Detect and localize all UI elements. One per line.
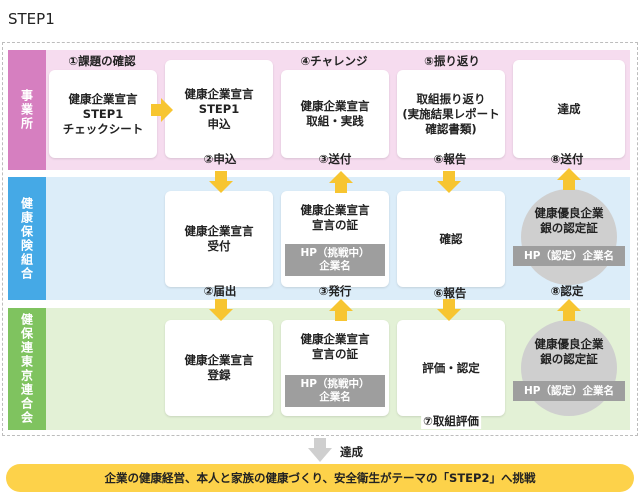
arrow-down bbox=[209, 299, 233, 321]
hp-certified-badge: HP（認定）企業名 bbox=[513, 246, 625, 266]
step-apply: ②申込 bbox=[203, 152, 237, 166]
box-accept: 健康企業宣言 受付 bbox=[165, 191, 273, 287]
step-notify: ②届出 bbox=[203, 284, 237, 298]
arrow-up bbox=[329, 299, 353, 321]
diagram-frame bbox=[2, 42, 638, 436]
step2-banner: 企業の健康経営、本人と家族の健康づくり、安全衛生がテーマの「STEP2」へ挑戦 bbox=[6, 464, 634, 492]
label-federation: 健保連東京連合会 bbox=[8, 308, 46, 430]
hp-certified-badge: HP（認定）企業名 bbox=[513, 381, 625, 401]
arrow-down bbox=[209, 171, 233, 193]
arrow-down bbox=[437, 299, 461, 321]
step-issue: ③発行 bbox=[318, 284, 352, 298]
step-challenge: ④チャレンジ bbox=[300, 54, 368, 68]
step-issue-check: ①課題の確認 bbox=[68, 54, 136, 68]
box-practice: 健康企業宣言 取組・実践 bbox=[281, 70, 389, 158]
arrow-up bbox=[557, 168, 581, 190]
declaration-proof-text: 健康企業宣言 宣言の証 bbox=[300, 203, 370, 232]
step-send: ③送付 bbox=[318, 152, 352, 166]
step-report: ⑥報告 bbox=[433, 152, 467, 166]
hp-challenge-badge: HP（挑戦中） 企業名 bbox=[285, 244, 385, 276]
box-confirm: 確認 bbox=[397, 191, 505, 287]
box-review: 取組振り返り (実施結果レポート 確認書類) bbox=[397, 70, 505, 158]
achieved-label: 達成 bbox=[340, 445, 363, 459]
arrow-up bbox=[557, 299, 581, 321]
arrow-down bbox=[437, 171, 461, 193]
silver-certificate-text: 健康優良企業 銀の認定証 bbox=[534, 337, 604, 366]
label-office: 事業所 bbox=[8, 50, 46, 170]
box-checksheet: 健康企業宣言 STEP1 チェックシート bbox=[49, 70, 157, 158]
declaration-proof-text: 健康企業宣言 宣言の証 bbox=[300, 332, 370, 361]
certificate-circle bbox=[521, 189, 617, 285]
step-send-cert: ⑧送付 bbox=[550, 152, 584, 166]
arrow-down-achieved bbox=[308, 438, 332, 462]
box-achieved: 達成 bbox=[513, 60, 625, 158]
arrow-right bbox=[151, 98, 173, 122]
silver-certificate-text: 健康優良企業 銀の認定証 bbox=[534, 206, 604, 235]
step-report: ⑥報告 bbox=[433, 286, 467, 300]
page-title: STEP1 bbox=[8, 10, 55, 28]
step-review: ⑤振り返り bbox=[424, 54, 480, 68]
step-certify: ⑧認定 bbox=[550, 284, 584, 298]
certificate-circle bbox=[521, 320, 617, 416]
hp-challenge-badge: HP（挑戦中） 企業名 bbox=[285, 375, 385, 407]
box-apply: 健康企業宣言 STEP1 申込 bbox=[165, 60, 273, 158]
label-insurance: 健康保険組合 bbox=[8, 177, 46, 300]
arrow-up bbox=[329, 171, 353, 193]
step-evaluation: ⑦取組評価 bbox=[421, 413, 481, 429]
box-evaluate: 評価・認定 bbox=[397, 320, 505, 416]
box-register: 健康企業宣言 登録 bbox=[165, 320, 273, 416]
